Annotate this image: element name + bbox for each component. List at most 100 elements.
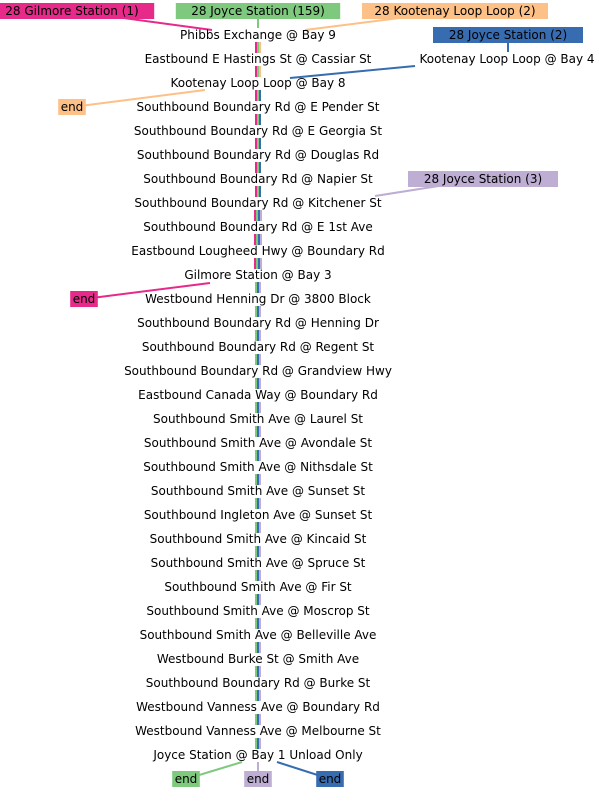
- route-segment-joyce3: [260, 258, 262, 269]
- route-segment-joyce159: [255, 498, 257, 509]
- route-segment-joyce3: [259, 402, 261, 413]
- route-segment-joyce2: [259, 138, 261, 149]
- route-segment-gilmore: [255, 114, 257, 125]
- stop-label: Westbound Henning Dr @ 3800 Block: [145, 292, 371, 306]
- route-segment-joyce2: [257, 426, 259, 437]
- route-segment-gilmore: [255, 138, 257, 149]
- route-segment-joyce2: [257, 642, 259, 653]
- stop-label: Westbound Burke St @ Smith Ave: [157, 652, 359, 666]
- tag-joyce159-start-text: 28 Joyce Station (159): [191, 4, 325, 18]
- route-segment-joyce159: [255, 330, 257, 341]
- route-segment-joyce159: [257, 114, 259, 125]
- route-segment-joyce2: [257, 618, 259, 629]
- route-segment-gilmore: [255, 186, 257, 197]
- route-segment-gilmore: [254, 210, 256, 221]
- route-segment-joyce3: [259, 498, 261, 509]
- route-segment-joyce159: [257, 138, 259, 149]
- stop-label-extra: Kootenay Loop Loop @ Bay 4: [419, 52, 594, 66]
- stop-label: Southbound Boundary Rd @ Regent St: [142, 340, 375, 354]
- tag-kootenay-end-text: end: [61, 100, 84, 114]
- tag-joyce3-end: end: [244, 771, 272, 787]
- tag-joyce2-start-text: 28 Joyce Station (2): [449, 28, 567, 42]
- route-segment-joyce3: [259, 522, 261, 533]
- tag-joyce3-end-box: [244, 771, 272, 787]
- tag-joyce159-end: end: [172, 771, 200, 787]
- route-segment-joyce3: [259, 282, 261, 293]
- route-segment-gilmore: [255, 66, 257, 77]
- route-segment-joyce3: [260, 210, 262, 221]
- tag-gilmore-end-box: [70, 291, 98, 307]
- stop-label: Westbound Vanness Ave @ Boundary Rd: [136, 700, 380, 714]
- route-segment-joyce3: [259, 690, 261, 701]
- route-segment-joyce2: [259, 162, 261, 173]
- stop-label: Southbound Smith Ave @ Sunset St: [151, 484, 365, 498]
- stop-label: Southbound Boundary Rd @ Henning Dr: [137, 316, 379, 330]
- route-segment-joyce159: [255, 666, 257, 677]
- route-segment-joyce2: [257, 306, 259, 317]
- route-segment-joyce159: [255, 354, 257, 365]
- route-segment-kootenay: [259, 42, 261, 53]
- route-segment-joyce159: [255, 450, 257, 461]
- route-segment-joyce2: [259, 90, 261, 101]
- route-segment-joyce159: [257, 186, 259, 197]
- route-segment-joyce3: [259, 546, 261, 557]
- tag-gilmore-start-text: 28 Gilmore Station (1): [5, 4, 138, 18]
- route-segment-joyce159: [255, 426, 257, 437]
- route-segment-joyce2: [257, 330, 259, 341]
- tag-gilmore-start-box: [0, 3, 155, 19]
- stop-label: Southbound Smith Ave @ Fir St: [164, 580, 352, 594]
- tag-joyce3-start-text: 28 Joyce Station (3): [424, 172, 542, 186]
- stop-label: Southbound Boundary Rd @ Napier St: [143, 172, 373, 186]
- route-segment-joyce159: [255, 546, 257, 557]
- route-segment-gilmore: [255, 42, 257, 53]
- route-segment-joyce2: [257, 690, 259, 701]
- route-segment-joyce3: [259, 354, 261, 365]
- stop-label: Southbound Smith Ave @ Laurel St: [153, 412, 363, 426]
- route-segment-joyce2: [257, 378, 259, 389]
- tag-joyce159-start: 28 Joyce Station (159): [175, 3, 341, 19]
- route-segment-gilmore: [255, 90, 257, 101]
- stop-label: Phibbs Exchange @ Bay 9: [180, 28, 336, 42]
- tag-gilmore-end-text: end: [73, 292, 96, 306]
- tag-joyce2-start: 28 Joyce Station (2): [433, 27, 583, 43]
- stop-label: Southbound Boundary Rd @ Douglas Rd: [137, 148, 379, 162]
- route-segment-joyce3: [259, 330, 261, 341]
- tag-kootenay-start-text: 28 Kootenay Loop Loop (2): [374, 4, 535, 18]
- tag-kootenay-end: end: [58, 99, 86, 115]
- route-segment-joyce3: [259, 306, 261, 317]
- route-segment-gilmore: [254, 258, 256, 269]
- route-segment-joyce159: [255, 690, 257, 701]
- route-segment-joyce3: [259, 594, 261, 605]
- stop-label: Southbound Smith Ave @ Moscrop St: [146, 604, 369, 618]
- route-segment-joyce3: [259, 450, 261, 461]
- route-segment-joyce2: [257, 450, 259, 461]
- route-segment-joyce2: [257, 474, 259, 485]
- stop-label: Gilmore Station @ Bay 3: [184, 268, 331, 282]
- route-segment-joyce2: [257, 354, 259, 365]
- route-segment-joyce2: [258, 258, 260, 269]
- stop-label: Southbound Boundary Rd @ Grandview Hwy: [124, 364, 392, 378]
- route-segment-joyce2: [257, 282, 259, 293]
- tag-joyce3-start: 28 Joyce Station (3): [408, 171, 558, 187]
- stop-label: Southbound Boundary Rd @ E Pender St: [137, 100, 380, 114]
- route-segment-joyce3: [259, 474, 261, 485]
- tag-joyce159-end-text: end: [175, 772, 198, 786]
- route-segment-joyce2: [259, 186, 261, 197]
- route-segment-joyce3: [259, 378, 261, 389]
- stop-label: Southbound Smith Ave @ Avondale St: [144, 436, 373, 450]
- route-segment-joyce159: [255, 714, 257, 725]
- tag-kootenay-start-box: [362, 3, 548, 19]
- stop-label: Southbound Smith Ave @ Belleville Ave: [140, 628, 377, 642]
- connector-gilmore-end: [83, 282, 211, 300]
- route-segment-joyce159: [255, 402, 257, 413]
- tag-joyce2-end-text: end: [319, 772, 342, 786]
- stop-label: Southbound Smith Ave @ Kincaid St: [150, 532, 367, 546]
- connector-joyce2-start-b: [289, 65, 416, 79]
- route-segment-joyce2: [257, 714, 259, 725]
- stop-label: Southbound Boundary Rd @ Burke St: [146, 676, 371, 690]
- route-segment-joyce2: [259, 114, 261, 125]
- route-segment-joyce159: [255, 642, 257, 653]
- route-segment-joyce2: [257, 666, 259, 677]
